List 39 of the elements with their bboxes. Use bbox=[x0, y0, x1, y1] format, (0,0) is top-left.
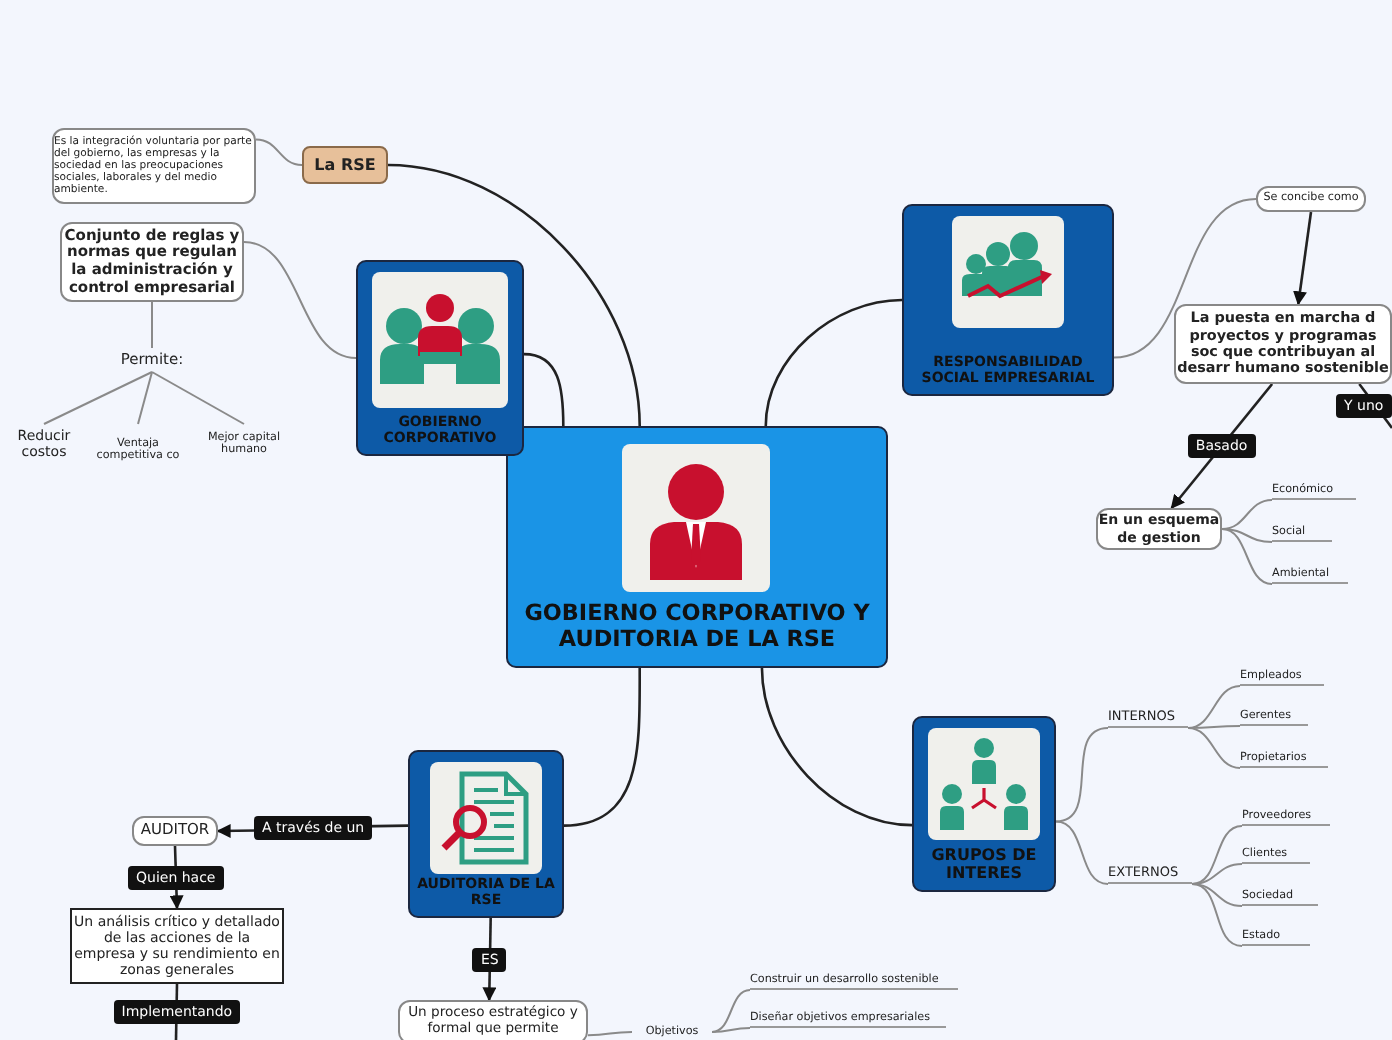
connector-line bbox=[1221, 528, 1273, 585]
connector-line bbox=[1055, 727, 1109, 823]
subtopic-box bbox=[1256, 186, 1366, 212]
connector-line bbox=[1187, 727, 1241, 769]
connector-line bbox=[1221, 528, 1273, 543]
connector-line bbox=[151, 301, 153, 349]
connector-line bbox=[1187, 725, 1241, 729]
topic-box bbox=[408, 750, 564, 918]
connector-line bbox=[1191, 825, 1243, 885]
subtopic-box bbox=[132, 816, 218, 846]
topic-title: GOBIERNO CORPORATIVO Y AUDITORIA DE LA RSE bbox=[522, 602, 872, 654]
subtopic-box bbox=[398, 1000, 588, 1040]
connector-line bbox=[387, 163, 641, 427]
connector-line bbox=[1113, 198, 1257, 359]
connector-line bbox=[151, 371, 245, 425]
topic-title: GRUPOS DE INTERES bbox=[929, 845, 1039, 882]
connector-line bbox=[255, 138, 303, 166]
connector-line bbox=[243, 241, 357, 359]
connector-line bbox=[760, 667, 913, 827]
connector-line bbox=[1191, 883, 1243, 947]
connector-line bbox=[711, 989, 751, 1033]
connector-line bbox=[523, 352, 565, 426]
central-topic-box bbox=[506, 426, 888, 668]
connector-line bbox=[137, 371, 153, 425]
connector-line bbox=[764, 298, 903, 427]
connector-line bbox=[1055, 820, 1109, 885]
arrow bbox=[1293, 211, 1313, 306]
box-text: La RSE bbox=[314, 155, 376, 175]
connector-line bbox=[43, 371, 153, 425]
topic-box bbox=[356, 260, 524, 456]
connector-line bbox=[587, 1031, 633, 1037]
topic-box bbox=[912, 716, 1056, 892]
connector-line bbox=[1187, 685, 1241, 729]
connector-line bbox=[711, 1027, 751, 1033]
topic-box bbox=[902, 204, 1114, 396]
connector-line bbox=[563, 668, 641, 827]
connector-line bbox=[1191, 883, 1243, 907]
connector-line bbox=[1221, 499, 1273, 530]
subtopic-box bbox=[302, 146, 388, 184]
